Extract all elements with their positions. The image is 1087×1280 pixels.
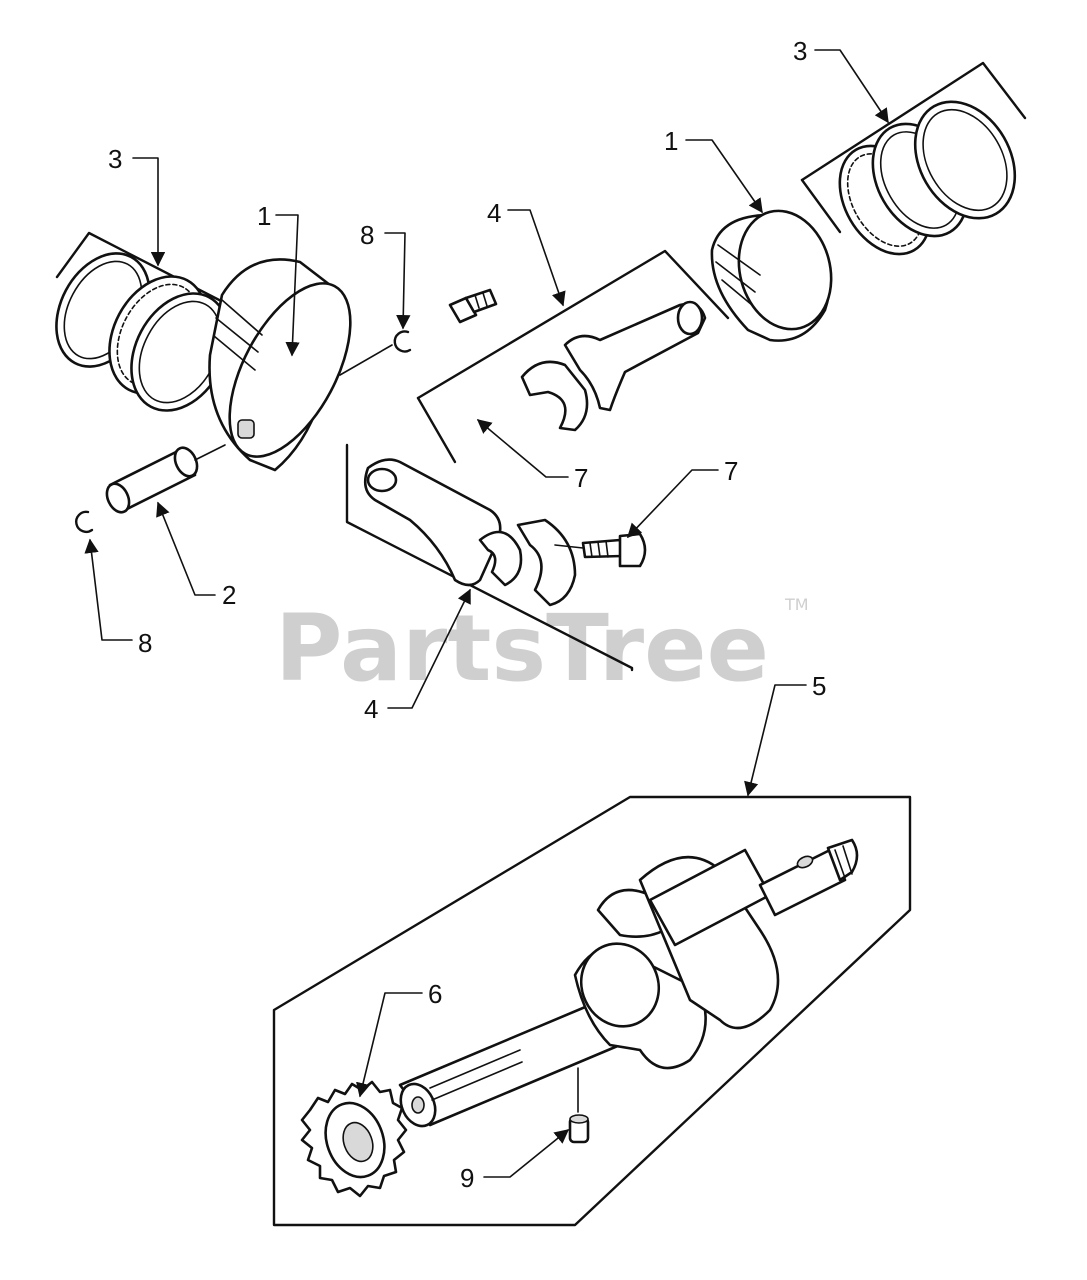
callout-piston-right: 1 bbox=[664, 126, 678, 156]
callout-retainer-lower: 8 bbox=[138, 628, 152, 658]
ring-set-right bbox=[800, 61, 1027, 256]
callout-piston-pin: 2 bbox=[222, 580, 236, 610]
connecting-rod-upper bbox=[416, 249, 730, 464]
piston-left bbox=[208, 258, 352, 472]
crankshaft-key bbox=[568, 1067, 590, 1144]
callout-crank-gear: 6 bbox=[428, 979, 442, 1009]
piston-right bbox=[710, 209, 833, 342]
callout-rod-bolt-lower: 7 bbox=[724, 456, 738, 486]
callout-key: 9 bbox=[460, 1163, 474, 1193]
rod-bolt-lower bbox=[554, 532, 647, 568]
callout-retainer-upper: 8 bbox=[360, 220, 374, 250]
callout-piston-left: 1 bbox=[257, 201, 271, 231]
watermark-trademark: TM bbox=[784, 595, 809, 614]
callout-rod-bolt-upper: 7 bbox=[574, 463, 588, 493]
callout-ring-set-right: 3 bbox=[793, 36, 807, 66]
rod-bolt-upper bbox=[448, 288, 498, 324]
callout-connecting-rod-upper: 4 bbox=[487, 198, 501, 228]
retainer-clip-lower bbox=[75, 510, 94, 533]
connecting-rod-lower bbox=[345, 443, 634, 672]
callout-connecting-rod-lower: 4 bbox=[364, 694, 378, 724]
callout-ring-set-left: 3 bbox=[108, 144, 122, 174]
leader-lines bbox=[84, 49, 889, 1178]
crankshaft-frame bbox=[272, 795, 912, 1227]
crankshaft bbox=[398, 838, 859, 1128]
ring-set-left bbox=[55, 231, 230, 412]
retainer-clip-upper bbox=[339, 330, 412, 376]
crank-gear bbox=[300, 1080, 408, 1198]
piston-pin bbox=[105, 444, 226, 514]
callout-crankshaft: 5 bbox=[812, 671, 826, 701]
